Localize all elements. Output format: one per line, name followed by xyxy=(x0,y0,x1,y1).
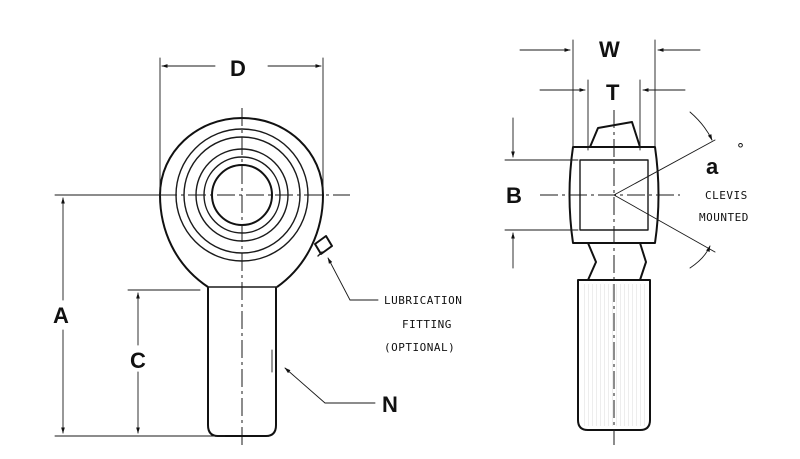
side-view: W T B a ° CLEVIS MOUNTED xyxy=(504,37,749,445)
ball-bore xyxy=(579,159,649,231)
angle-arc-upper xyxy=(689,111,713,141)
clevis-note-line1: CLEVIS xyxy=(705,189,748,202)
angle-line-lower xyxy=(613,194,716,253)
dim-A-label: A xyxy=(53,303,69,328)
dim-D-label: D xyxy=(230,56,246,81)
race-top xyxy=(589,121,641,148)
lubrication-note-line2: FITTING xyxy=(402,318,452,331)
lubrication-note-line1: LUBRICATION xyxy=(384,294,462,307)
dim-C-label: C xyxy=(130,348,146,373)
clevis-note-line2: MOUNTED xyxy=(699,211,749,224)
front-view: D A C N LUBRICATION FITTING (OPTIONAL) xyxy=(53,56,462,445)
angle-arc-lower xyxy=(689,245,711,269)
angle-line-upper xyxy=(613,139,716,196)
lubrication-fitting xyxy=(314,235,333,257)
ball-section xyxy=(568,146,660,244)
dim-W-label: W xyxy=(599,37,620,62)
lubrication-leader xyxy=(327,257,379,301)
race-neck xyxy=(587,242,647,281)
shank-body xyxy=(207,287,277,437)
dim-N-label: N xyxy=(382,392,398,417)
dim-B-label: B xyxy=(506,183,522,208)
dim-T-label: T xyxy=(606,80,620,105)
angle-a-label: a xyxy=(706,154,719,179)
degree-symbol: ° xyxy=(736,140,746,158)
lubrication-note-line3: (OPTIONAL) xyxy=(384,341,455,354)
side-shank xyxy=(577,279,651,431)
dim-N-leader xyxy=(284,367,376,404)
